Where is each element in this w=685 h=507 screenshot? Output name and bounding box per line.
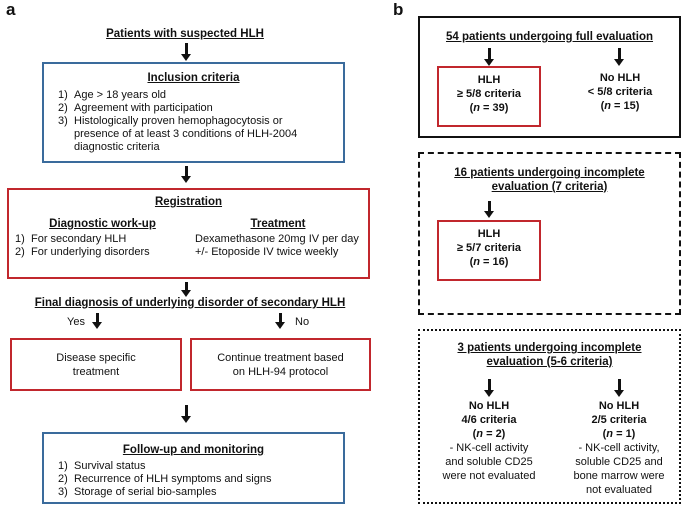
yes-label: Yes <box>67 316 85 328</box>
list-item: 1)Survival status <box>58 460 146 472</box>
final-diagnosis-heading: Final diagnosis of underlying disorder o… <box>34 297 346 309</box>
list-item: 3)Histologically proven hemophagocytosis… <box>58 115 298 153</box>
followup-box: Follow-up and monitoring 1)Survival stat… <box>42 432 345 504</box>
list-item: 2)Recurrence of HLH symptoms and signs <box>58 473 272 485</box>
inclusion-criteria-list: 1)Age > 18 years old 2)Agreement with pa… <box>58 89 333 154</box>
list-item: 2)Agreement with participation <box>58 102 213 114</box>
list-item: 2)For underlying disorders <box>15 246 150 258</box>
incomplete-7-box: 16 patients undergoing incomplete evalua… <box>418 152 681 315</box>
disease-specific-text: Disease specific treatment <box>56 352 136 378</box>
full-evaluation-box: 54 patients undergoing full evaluation H… <box>418 16 681 138</box>
continue-treatment-box: Continue treatment based on HLH-94 proto… <box>190 338 371 391</box>
list-item: 1)Age > 18 years old <box>58 89 167 101</box>
no-hlh-2of5-notes: - NK-cell activity, soluble CD25 and bon… <box>573 442 665 496</box>
no-label: No <box>295 316 310 328</box>
incomplete-7-title: 16 patients undergoing incomplete evalua… <box>454 167 645 193</box>
registration-box: Registration Diagnostic work-up 1)For se… <box>7 188 370 279</box>
followup-title: Follow-up and monitoring <box>122 444 265 456</box>
hlh-5of8-box: HLH ≥ 5/8 criteria (n = 39) <box>437 66 541 127</box>
disease-specific-box: Disease specific treatment <box>10 338 182 391</box>
full-evaluation-title: 54 patients undergoing full evaluation <box>445 31 654 43</box>
list-item: 1)For secondary HLH <box>15 233 127 245</box>
no-hlh-4of6-notes: - NK-cell activity and soluble CD25 were… <box>442 442 536 482</box>
continue-treatment-text: Continue treatment based on HLH-94 proto… <box>217 352 344 378</box>
list-item: 3)Storage of serial bio-samples <box>58 486 217 498</box>
registration-title: Registration <box>154 196 223 208</box>
suspected-hlh-heading: Patients with suspected HLH <box>106 28 264 40</box>
no-hlh-5of8: No HLH < 5/8 criteria (n = 15) <box>587 72 653 112</box>
incomplete-56-title: 3 patients undergoing incomplete evaluat… <box>457 342 642 368</box>
followup-list: 1)Survival status 2)Recurrence of HLH sy… <box>58 460 333 499</box>
diagnostic-workup: Diagnostic work-up 1)For secondary HLH 2… <box>15 217 190 259</box>
no-hlh-4of6: No HLH 4/6 criteria (n = 2) - NK-cell ac… <box>430 399 548 483</box>
panel-b-label: b <box>393 0 404 19</box>
hlh-5of7-box: HLH ≥ 5/7 criteria (n = 16) <box>437 220 541 281</box>
diagnostic-workup-list: 1)For secondary HLH 2)For underlying dis… <box>15 233 190 259</box>
inclusion-criteria-title: Inclusion criteria <box>147 72 240 84</box>
inclusion-criteria-box: Inclusion criteria 1)Age > 18 years old … <box>42 62 345 163</box>
treatment-line: Dexamethasone 20mg IV per day <box>195 233 359 245</box>
diagnostic-workup-title: Diagnostic work-up <box>49 218 156 230</box>
incomplete-56-box: 3 patients undergoing incomplete evaluat… <box>418 329 681 504</box>
treatment-section: Treatment Dexamethasone 20mg IV per day … <box>189 217 367 259</box>
panel-a-label: a <box>6 0 16 19</box>
no-hlh-2of5: No HLH 2/5 criteria (n = 1) - NK-cell ac… <box>560 399 678 497</box>
treatment-line: +/- Etoposide IV twice weekly <box>195 246 339 258</box>
treatment-title: Treatment <box>250 218 306 230</box>
